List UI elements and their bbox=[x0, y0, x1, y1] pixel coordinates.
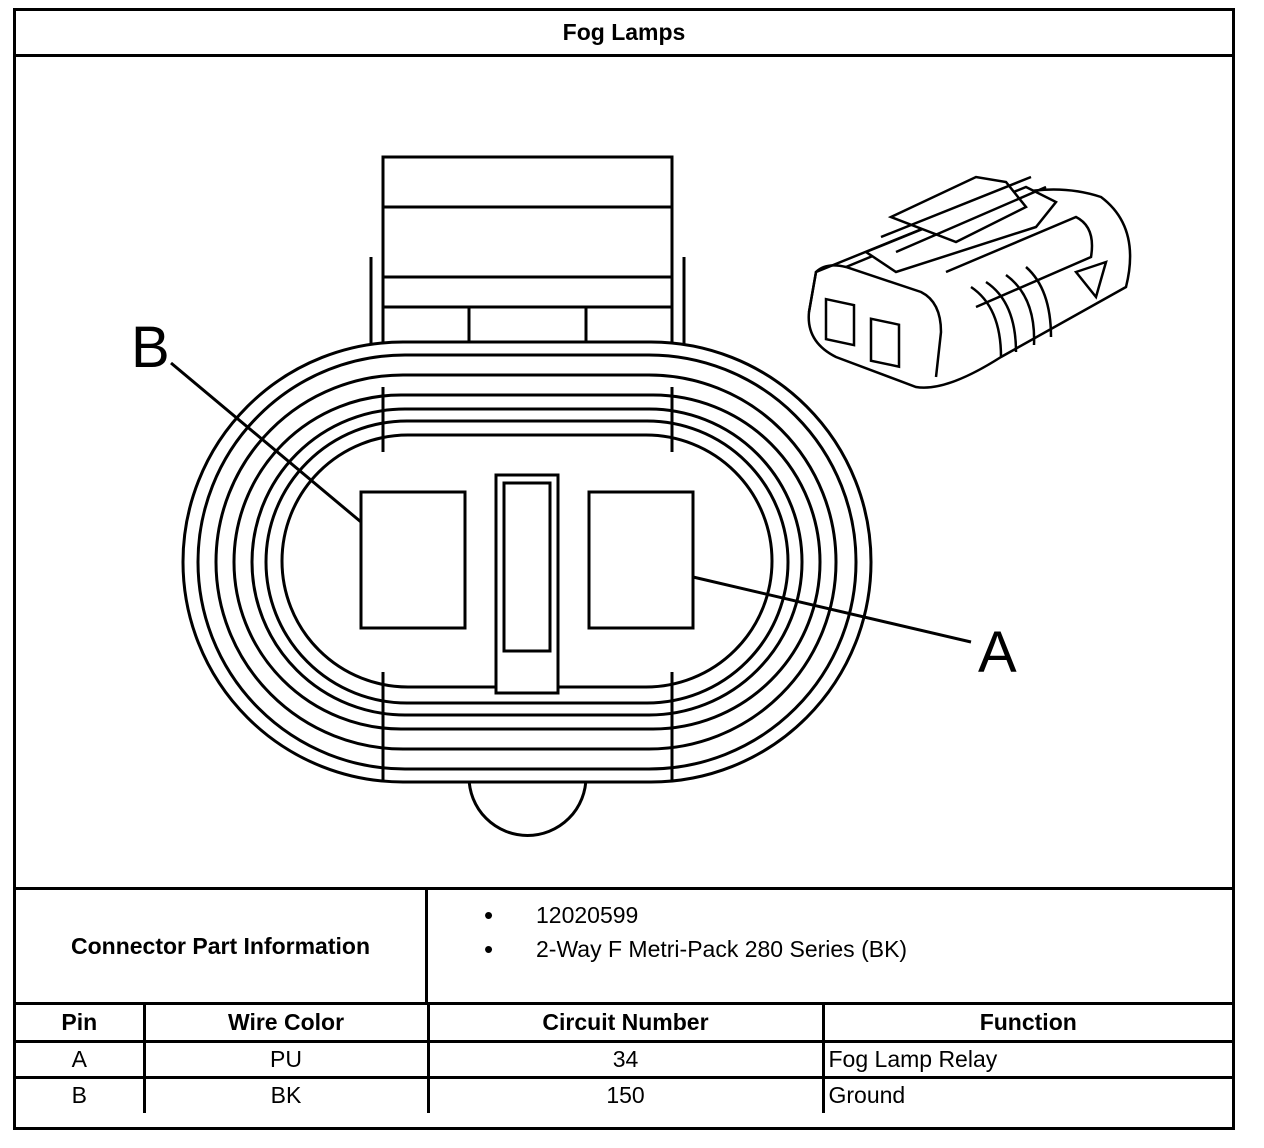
table-header-row: Pin Wire Color Circuit Number Function bbox=[16, 1005, 1232, 1043]
cell-wire-color: BK bbox=[142, 1075, 430, 1113]
connector-description: 2-Way F Metri-Pack 280 Series (BK) bbox=[428, 932, 907, 966]
cell-circuit-number: 34 bbox=[426, 1039, 825, 1079]
center-key bbox=[494, 473, 560, 695]
cell-function: Ground bbox=[821, 1075, 1232, 1113]
latch-housing bbox=[369, 155, 686, 349]
cell-pin: A bbox=[16, 1039, 146, 1079]
cell-pin: B bbox=[16, 1075, 146, 1113]
table-row: A PU 34 Fog Lamp Relay bbox=[16, 1039, 1232, 1079]
cell-wire-color: PU bbox=[142, 1039, 430, 1079]
leader-line-b bbox=[170, 361, 362, 524]
connector-sheet: Fog Lamps bbox=[13, 8, 1235, 1130]
header-pin: Pin bbox=[16, 1005, 146, 1043]
terminal-cavity-b bbox=[359, 490, 467, 630]
sheet-title: Fog Lamps bbox=[16, 11, 1232, 57]
pin-label-b: B bbox=[131, 315, 170, 380]
bottom-tab bbox=[467, 776, 588, 837]
header-wire-color: Wire Color bbox=[142, 1005, 430, 1043]
leader-line-a bbox=[692, 575, 972, 644]
header-function: Function bbox=[821, 1005, 1232, 1043]
cell-circuit-number: 150 bbox=[426, 1075, 825, 1113]
connector-part-info-list: 12020599 2-Way F Metri-Pack 280 Series (… bbox=[428, 898, 907, 966]
header-circuit-number: Circuit Number bbox=[426, 1005, 825, 1043]
connector-part-info-label: Connector Part Information bbox=[16, 890, 428, 1002]
connector-face-diagram: B A bbox=[131, 155, 1132, 837]
pin-table: Pin Wire Color Circuit Number Function A… bbox=[16, 1005, 1232, 1113]
connector-part-info: Connector Part Information 12020599 2-Wa… bbox=[16, 887, 1232, 1005]
part-number: 12020599 bbox=[428, 898, 907, 932]
table-row: B BK 150 Ground bbox=[16, 1075, 1232, 1113]
pin-label-a: A bbox=[978, 620, 1017, 685]
terminal-cavity-a bbox=[587, 490, 695, 630]
cell-function: Fog Lamp Relay bbox=[821, 1039, 1232, 1079]
connector-iso-view bbox=[807, 175, 1132, 389]
